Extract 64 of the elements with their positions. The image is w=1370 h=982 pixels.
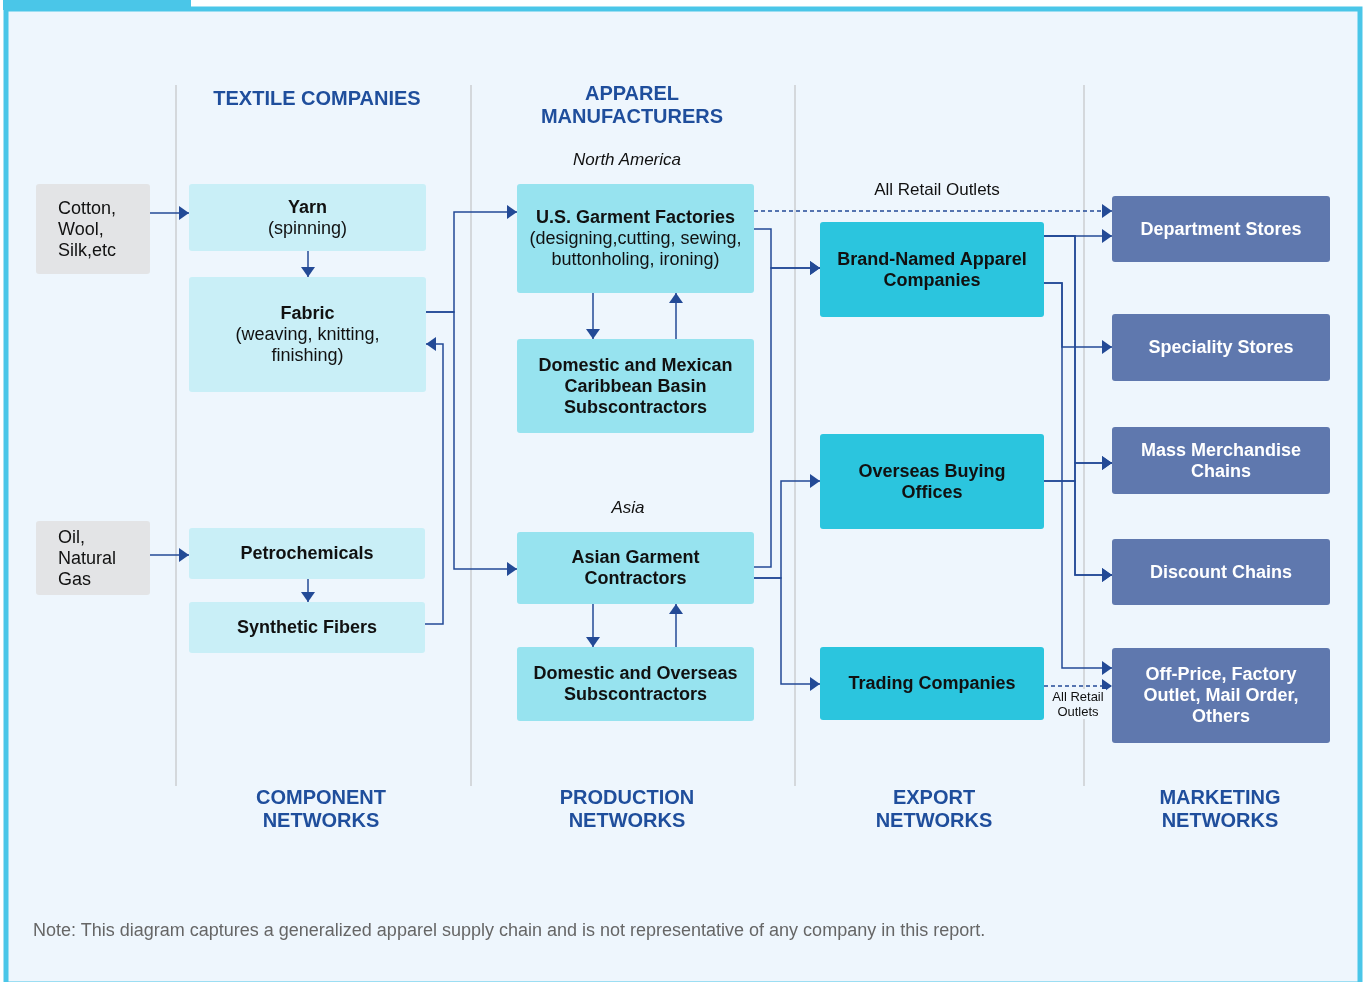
node-title: Domestic and Overseas Subscontractors <box>532 663 739 705</box>
node-description: (spinning) <box>267 217 347 239</box>
column-heading: TEXTILE COMPANIES <box>212 87 422 110</box>
arrow <box>424 337 444 625</box>
arrow <box>149 206 190 220</box>
arrow <box>586 603 600 648</box>
node-title: Department Stores <box>1140 218 1302 240</box>
production-box <box>517 647 754 721</box>
export-box <box>820 434 1044 529</box>
node-title: Fabric <box>280 303 335 324</box>
node-title: Cotton, Wool, Silk,etc <box>57 197 118 261</box>
arrow <box>753 261 821 568</box>
node-title: Trading Companies <box>848 673 1016 694</box>
retail-box <box>1112 427 1330 494</box>
component-box <box>189 528 425 579</box>
retail-box <box>1112 196 1330 262</box>
arrow <box>149 548 190 562</box>
node-title: Brand-Named Apparel Companies <box>836 248 1028 291</box>
arrow <box>425 311 518 576</box>
node-title: Speciality Stores <box>1148 337 1294 358</box>
node-title: Asian Garment Contractors <box>570 547 701 589</box>
arrow <box>1043 282 1113 675</box>
component-box <box>189 184 426 251</box>
node-title: Off-Price, Factory Outlet, Mail Order, Others <box>1142 664 1300 727</box>
component-box <box>189 602 425 653</box>
production-box <box>517 532 754 604</box>
arrow <box>753 577 821 691</box>
arrow <box>669 603 683 648</box>
arrow <box>301 578 315 603</box>
node-title: Discount Chains <box>1150 561 1292 583</box>
footnote: Note: This diagram captures a generalized apparel supply chain and is not representative of any company in this report. <box>33 920 986 941</box>
column-heading: APPAREL MANUFACTURERS <box>539 82 725 128</box>
node-title: Domestic and Mexican Caribbean Basin Subscontractors <box>537 354 734 418</box>
retail-box <box>1112 539 1330 605</box>
region-label: North America <box>573 150 681 170</box>
arrow <box>301 250 315 278</box>
raw-material-box <box>36 521 150 595</box>
node-title: Yarn <box>288 196 327 218</box>
column-heading: MARKETING NETWORKS <box>1158 786 1282 832</box>
component-box <box>189 277 426 392</box>
arrow <box>1043 480 1113 582</box>
node-title: Oil, Natural Gas <box>57 526 118 590</box>
export-box <box>820 222 1044 317</box>
production-box <box>517 184 754 293</box>
node-title: U.S. Garment Factories <box>535 207 736 228</box>
region-label: Asia <box>611 498 645 518</box>
production-box <box>517 339 754 433</box>
node-title: Petrochemicals <box>240 543 374 564</box>
column-heading: COMPONENT NETWORKS <box>255 786 387 832</box>
retail-box <box>1112 314 1330 381</box>
node-title: Synthetic Fibers <box>236 617 377 638</box>
node-title: Mass Merchandise Chains <box>1139 439 1303 482</box>
arrow <box>586 292 600 340</box>
node-title: Overseas Buying Offices <box>857 460 1007 503</box>
raw-material-box <box>36 184 150 274</box>
node-description: (designing,cutting, sewing, buttonholing, ironing) <box>528 228 743 270</box>
export-box <box>820 647 1044 720</box>
column-heading: EXPORT NETWORKS <box>874 786 994 832</box>
arrow <box>753 204 1113 218</box>
node-description: (weaving, knitting, finishing) <box>234 324 381 366</box>
edge-label: All Retail Outlets <box>1050 689 1106 719</box>
retail-box <box>1112 648 1330 743</box>
arrow <box>669 292 683 340</box>
column-heading: PRODUCTION NETWORKS <box>558 786 696 832</box>
